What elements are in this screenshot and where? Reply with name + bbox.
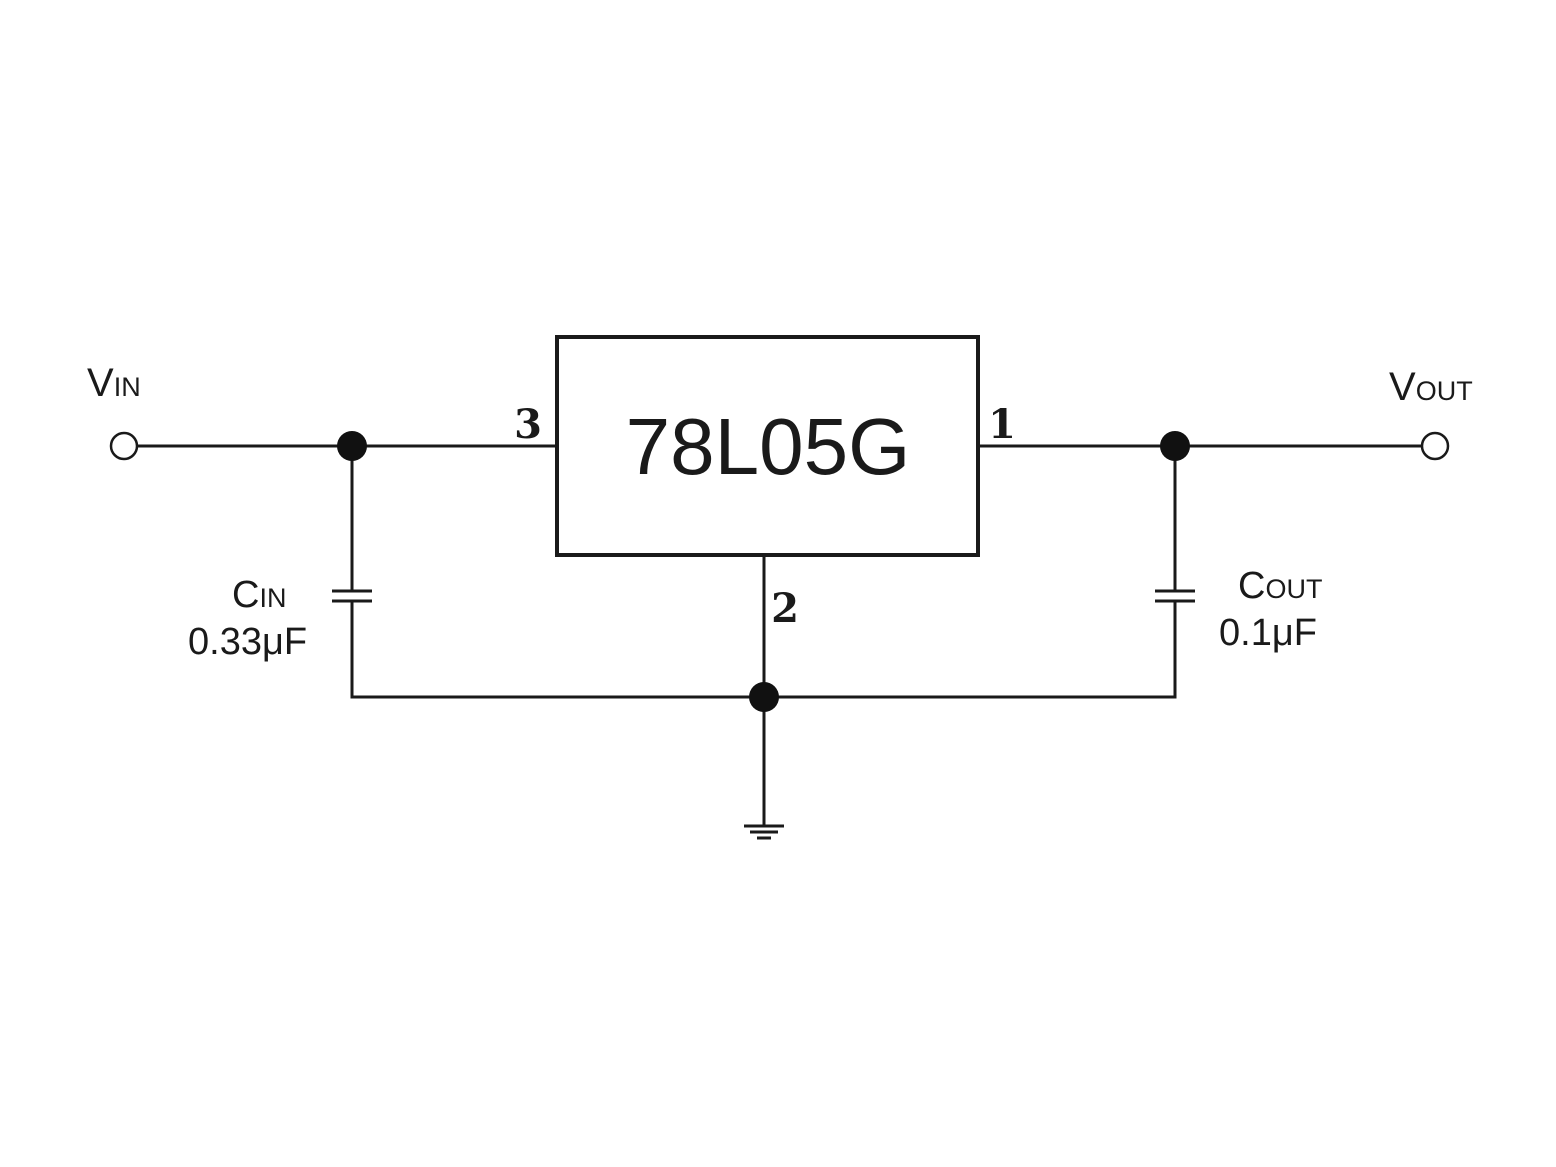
pin-number-input: 3 (514, 401, 542, 448)
cout-label-main: C (1238, 565, 1265, 607)
terminal-vout-icon (1420, 431, 1450, 461)
junction-dot-output (1160, 431, 1190, 461)
regulator-ic-label: 78L05G (626, 402, 911, 491)
vin-label-main: V (87, 361, 114, 405)
junction-dot-ground (749, 682, 779, 712)
cout-value: 0.1μF (1219, 612, 1317, 654)
pin-number-ground: 2 (771, 585, 799, 632)
cout-label-sub: OUT (1265, 574, 1322, 604)
cin-label-sub: IN (259, 583, 286, 613)
vin-label: VIN (87, 361, 141, 405)
vout-label-main: V (1389, 365, 1416, 409)
cin-label: CIN (232, 574, 286, 616)
cin-label-main: C (232, 574, 259, 616)
cout-label: COUT (1238, 565, 1322, 607)
regulator-ic-box (555, 335, 980, 557)
vin-label-sub: IN (114, 372, 141, 402)
capacitor-cin-icon (332, 589, 372, 603)
vout-label: VOUT (1389, 365, 1473, 409)
terminal-vin-icon (109, 431, 139, 461)
capacitor-cout-icon (1155, 589, 1195, 603)
pin-number-output: 1 (988, 401, 1016, 448)
cin-value: 0.33μF (188, 621, 307, 663)
vout-label-sub: OUT (1416, 376, 1473, 406)
junction-dot-input (337, 431, 367, 461)
ground-icon (744, 824, 784, 840)
